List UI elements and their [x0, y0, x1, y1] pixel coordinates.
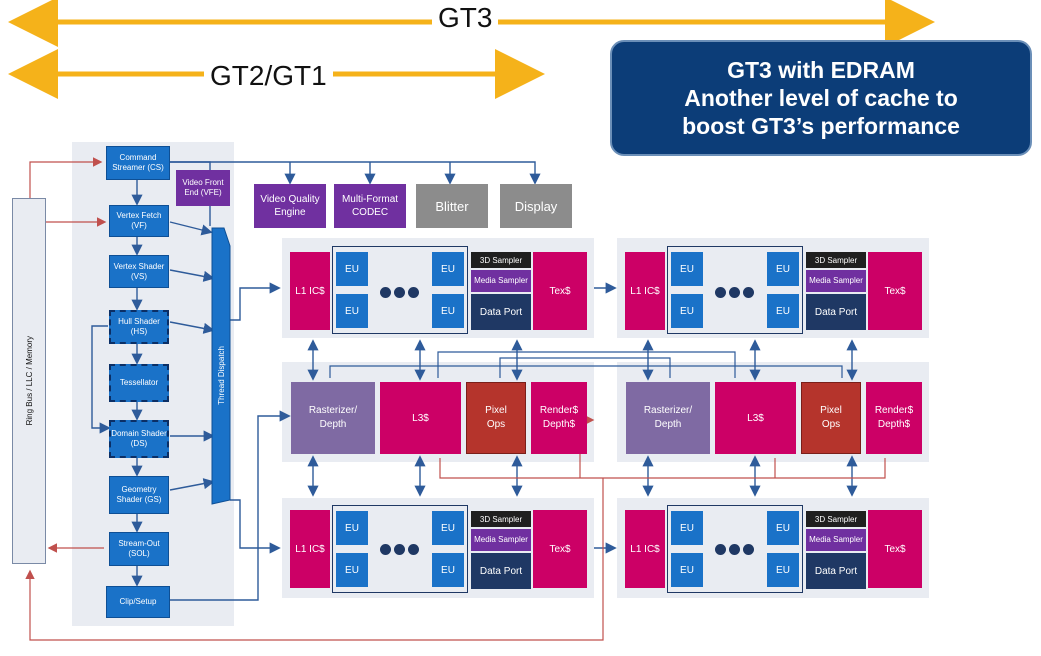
data-port: Data Port	[471, 553, 531, 589]
data-port: Data Port	[471, 294, 531, 330]
sampler-3d: 3D Sampler	[806, 252, 866, 268]
eu: EU	[432, 294, 464, 328]
l1-cache: L1 IC$	[625, 510, 665, 588]
pixel-ops: Pixel Ops	[466, 382, 526, 454]
eu-ellipsis	[380, 287, 419, 298]
l1-cache: L1 IC$	[625, 252, 665, 330]
eu: EU	[432, 252, 464, 286]
texture-cache: Tex$	[868, 252, 922, 330]
media-sampler: Media Sampler	[471, 270, 531, 292]
texture-cache: Tex$	[533, 510, 587, 588]
thread-dispatch: Thread Dispatch	[212, 250, 230, 500]
thread-dispatch-label: Thread Dispatch	[216, 345, 226, 405]
sampler-3d: 3D Sampler	[806, 511, 866, 527]
texture-cache: Tex$	[868, 510, 922, 588]
edram-banner: GT3 with EDRAM Another level of cache to…	[610, 40, 1032, 156]
banner-line-2: Another level of cache to	[684, 85, 958, 111]
eu: EU	[767, 294, 799, 328]
hull-shader: Hull Shader (HS)	[109, 310, 169, 344]
stream-out: Stream-Out (SOL)	[109, 532, 169, 566]
banner-line-3: boost GT3’s performance	[682, 113, 960, 139]
video-front-end: Video Front End (VFE)	[176, 170, 230, 206]
l1-cache: L1 IC$	[290, 510, 330, 588]
eu: EU	[336, 252, 368, 286]
command-streamer: Command Streamer (CS)	[106, 146, 170, 180]
l3-cache: L3$	[380, 382, 461, 454]
display: Display	[500, 184, 572, 228]
eu: EU	[767, 553, 799, 587]
media-sampler: Media Sampler	[471, 529, 531, 551]
eu-ellipsis	[380, 544, 419, 555]
data-port: Data Port	[806, 553, 866, 589]
eu: EU	[336, 294, 368, 328]
vertex-shader: Vertex Shader (VS)	[109, 255, 169, 288]
texture-cache: Tex$	[533, 252, 587, 330]
eu: EU	[767, 511, 799, 545]
blitter: Blitter	[416, 184, 488, 228]
sampler-3d: 3D Sampler	[471, 511, 531, 527]
sampler-3d: 3D Sampler	[471, 252, 531, 268]
eu: EU	[432, 511, 464, 545]
eu: EU	[671, 252, 703, 286]
render-depth-cache: Render$ Depth$	[531, 382, 587, 454]
clip-setup: Clip/Setup	[106, 586, 170, 618]
gt21-label: GT2/GT1	[204, 60, 333, 92]
data-port: Data Port	[806, 294, 866, 330]
media-sampler: Media Sampler	[806, 529, 866, 551]
gt3-label: GT3	[432, 2, 499, 34]
vertex-fetch: Vertex Fetch (VF)	[109, 205, 169, 237]
eu: EU	[671, 294, 703, 328]
l3-cache: L3$	[715, 382, 796, 454]
geometry-shader: Geometry Shader (GS)	[109, 476, 169, 514]
eu: EU	[671, 553, 703, 587]
render-depth-cache: Render$ Depth$	[866, 382, 922, 454]
video-quality-engine: Video Quality Engine	[254, 184, 326, 228]
media-sampler: Media Sampler	[806, 270, 866, 292]
domain-shader: Domain Shader (DS)	[109, 420, 169, 458]
ring-bus: Ring Bus / LLC / Memory	[12, 198, 46, 564]
eu: EU	[336, 511, 368, 545]
tessellator: Tessellator	[109, 364, 169, 402]
eu-ellipsis	[715, 544, 754, 555]
banner-line-1: GT3 with EDRAM	[727, 57, 915, 83]
multi-format-codec: Multi-Format CODEC	[334, 184, 406, 228]
eu-ellipsis	[715, 287, 754, 298]
rasterizer-depth: Rasterizer/ Depth	[291, 382, 375, 454]
l1-cache: L1 IC$	[290, 252, 330, 330]
eu: EU	[767, 252, 799, 286]
eu: EU	[432, 553, 464, 587]
rasterizer-depth: Rasterizer/ Depth	[626, 382, 710, 454]
eu: EU	[336, 553, 368, 587]
pixel-ops: Pixel Ops	[801, 382, 861, 454]
eu: EU	[671, 511, 703, 545]
